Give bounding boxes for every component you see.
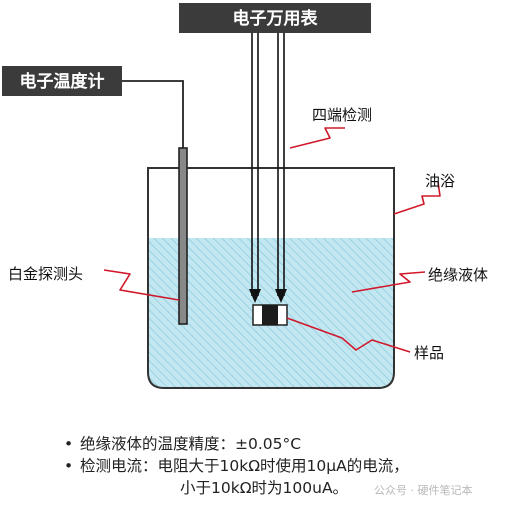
note-current: • 检测电流：电阻大于10kΩ时使用10μA的电流， xyxy=(64,455,524,477)
sample-chip xyxy=(252,304,288,326)
note-current-continued: 小于10kΩ时为100uA。 xyxy=(180,479,349,497)
note-accuracy: • 绝缘液体的温度精度：±0.05°C xyxy=(64,433,524,455)
thermometer-label: 电子温度计 xyxy=(20,71,105,92)
insulating-liquid-label: 绝缘液体 xyxy=(428,266,488,284)
leader-lines xyxy=(103,127,441,353)
multimeter-label: 电子万用表 xyxy=(233,8,319,29)
four-terminal-leader xyxy=(289,127,345,149)
bullet: • xyxy=(64,435,74,453)
liquid-leader xyxy=(351,271,426,293)
probe-leader xyxy=(103,269,180,301)
measurement-leads xyxy=(251,33,285,296)
oil-bath-container xyxy=(147,167,395,389)
note-accuracy-text: 绝缘液体的温度精度：±0.05°C xyxy=(80,435,302,453)
sample-leader xyxy=(286,317,411,353)
note-current-text: 检测电流：电阻大于10kΩ时使用10μA的电流， xyxy=(80,457,409,475)
bullet: • xyxy=(64,457,74,475)
oil-bath-label: 油浴 xyxy=(425,172,455,190)
watermark: 公众号 · 硬件笔记本 xyxy=(374,484,473,497)
notes: • 绝缘液体的温度精度：±0.05°C • 检测电流：电阻大于10kΩ时使用10… xyxy=(64,433,524,499)
four-terminal-label: 四端检测 xyxy=(312,106,372,124)
sample-label: 样品 xyxy=(414,344,444,362)
thermometer-label-box: 电子温度计 xyxy=(2,66,122,96)
multimeter-label-box: 电子万用表 xyxy=(179,3,371,33)
lead-arrowheads xyxy=(249,289,287,303)
platinum-probe-label: 白金探测头 xyxy=(8,265,83,283)
platinum-probe xyxy=(178,147,188,325)
thermometer-wire xyxy=(122,80,184,150)
oil-bath-leader xyxy=(393,181,441,215)
